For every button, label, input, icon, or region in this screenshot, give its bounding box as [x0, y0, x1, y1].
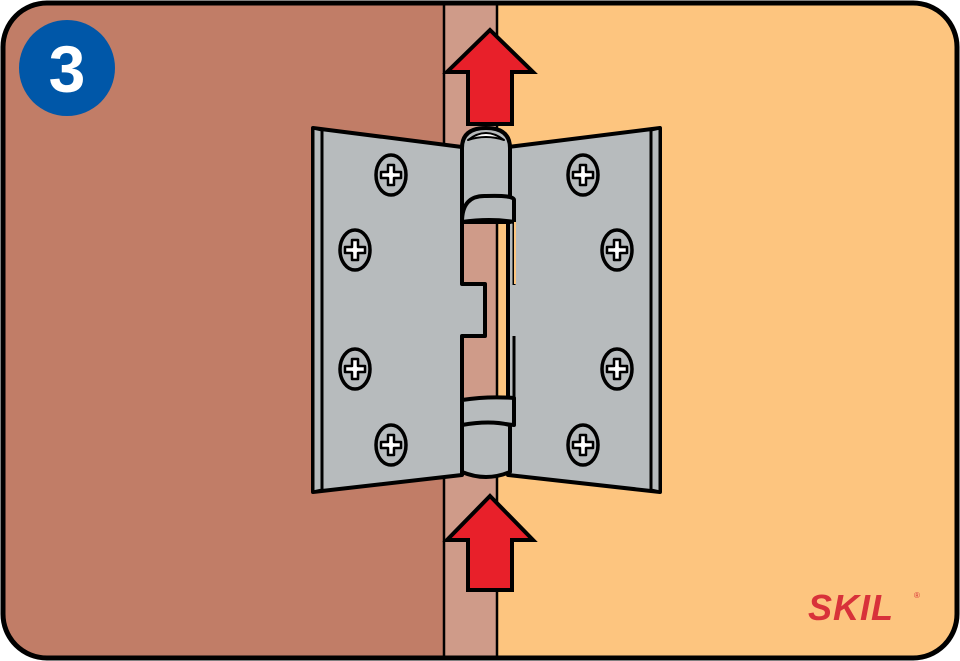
hinge — [311, 126, 662, 494]
screws — [338, 153, 634, 467]
hinge-knuckle-upper — [460, 193, 516, 224]
step-number: 3 — [49, 32, 86, 106]
arrow-up-top-icon — [442, 27, 538, 126]
screw-icon — [566, 153, 600, 197]
screw-icon — [566, 423, 600, 467]
screw-icon — [374, 423, 408, 467]
screw-icon — [374, 153, 408, 197]
step-number-badge: 3 — [19, 20, 115, 116]
screw-icon — [600, 347, 634, 391]
screw-icon — [600, 228, 634, 272]
arrow-up-bottom-icon — [442, 493, 538, 592]
hinge-knuckle-bottom — [460, 420, 512, 479]
registered-mark: ® — [914, 591, 920, 600]
screw-icon — [338, 228, 372, 272]
screw-icon — [338, 347, 372, 391]
skil-logo: SKIL ® — [808, 587, 920, 628]
skil-logo-text: SKIL — [808, 587, 894, 628]
